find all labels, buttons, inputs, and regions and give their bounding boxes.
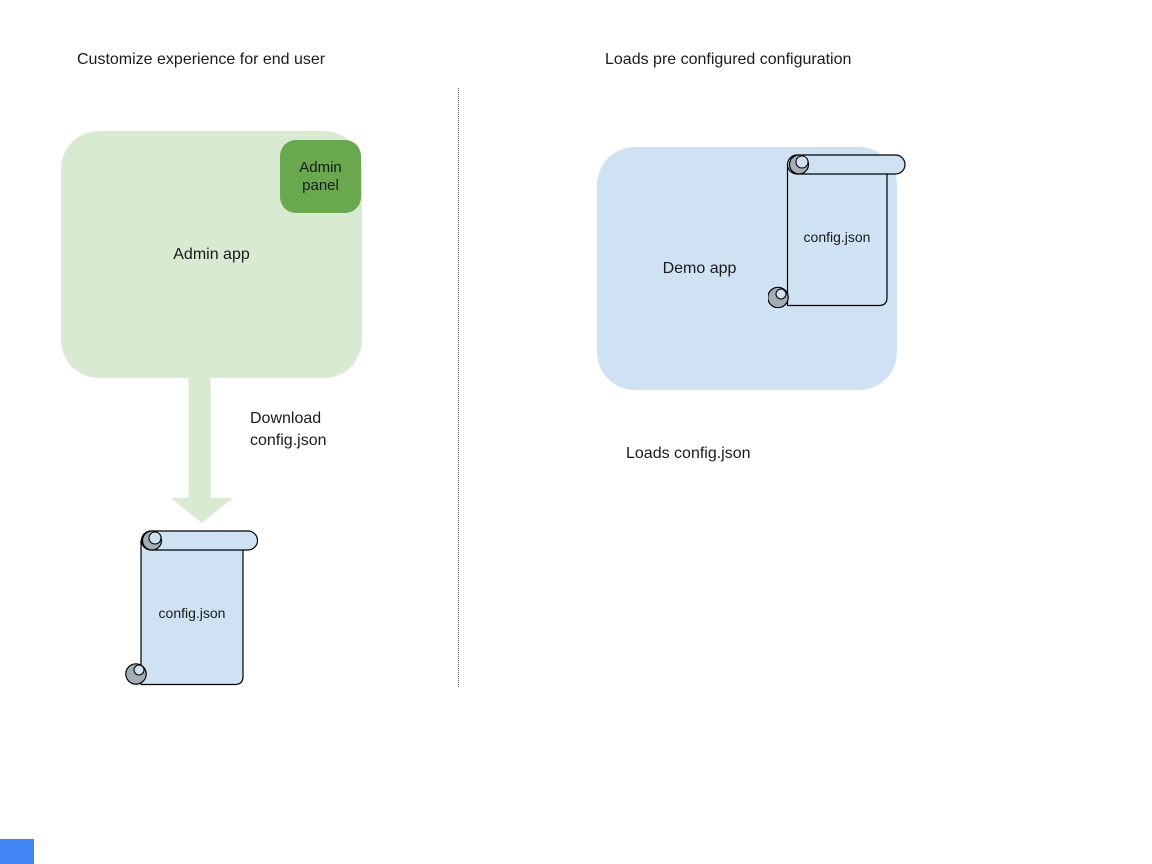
download-arrow-label: Download config.json [250, 410, 327, 449]
scroll-bottom-curl-inner [133, 664, 145, 676]
scroll-sheet [140, 540, 244, 686]
admin-panel-box: Admin panel [280, 140, 361, 213]
blue-rectangle [0, 839, 34, 864]
section-divider [458, 88, 459, 687]
scroll-sheet [786, 164, 888, 307]
scroll-shape [125, 530, 259, 686]
admin-app-box: Admin app Admin panel [61, 131, 362, 378]
loads-config-caption: Loads config.json [626, 445, 751, 462]
scroll-top-roll [140, 530, 259, 551]
scroll-top-curl-inner [795, 155, 809, 169]
config-file-label: config.json [158, 605, 226, 621]
scroll-shape [768, 154, 906, 308]
admin-app-label: Admin app [173, 245, 250, 263]
left-section-title: Customize experience for end user [77, 51, 326, 68]
scroll-top-curl-inner [148, 531, 162, 545]
config-file-label: config.json [803, 229, 871, 245]
scroll-top-roll [786, 154, 906, 175]
arrow-shape [171, 377, 233, 523]
download-arrow [171, 377, 233, 523]
demo-app-label: Demo app [662, 259, 737, 277]
config-file-scroll-right: config.json [768, 153, 908, 308]
config-file-scroll-left: config.json [125, 529, 259, 687]
scroll-bottom-curl-inner [775, 288, 787, 300]
right-section-title: Loads pre configured configuration [605, 51, 852, 68]
